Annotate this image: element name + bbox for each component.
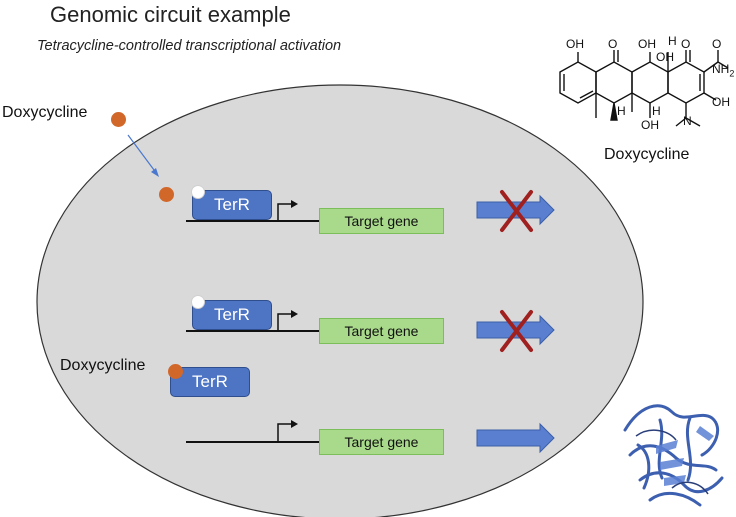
atom-h-2: H	[617, 104, 626, 118]
doxycycline-molecule-bound	[168, 364, 183, 379]
atom-oh-2: OH	[638, 37, 656, 51]
terr-repressor-1: TerR	[192, 190, 272, 220]
atom-nh: NH	[712, 62, 730, 76]
promoter-3	[277, 423, 292, 442]
cell-ellipse	[36, 84, 644, 517]
terr-label-1: TerR	[214, 195, 250, 214]
atom-nh-subscript: 2	[729, 68, 735, 79]
atom-h-3: H	[652, 104, 661, 118]
block-mark-2	[500, 310, 533, 352]
atom-o-3: O	[712, 37, 722, 51]
target-gene-label-1: Target gene	[344, 213, 419, 229]
entry-arrow	[127, 134, 158, 175]
promoter-1	[277, 203, 292, 221]
target-gene-label-2: Target gene	[344, 323, 419, 339]
doxycycline-label-bound: Doxycycline	[60, 357, 146, 374]
terr-repressor-bound: TerR	[170, 367, 250, 397]
promoter-2	[277, 313, 292, 331]
atom-oh-5: OH	[641, 118, 659, 132]
doxycycline-molecule-outside	[111, 112, 126, 127]
promoter-3-head	[291, 420, 298, 428]
doxycycline-structure	[559, 50, 729, 127]
atom-o-1: O	[608, 37, 618, 51]
terr-repressor-2: TerR	[192, 300, 272, 330]
entry-arrowhead	[151, 168, 159, 177]
atom-n: N	[683, 114, 692, 128]
atom-oh-1: OH	[566, 37, 584, 51]
page-title: Genomic circuit example	[50, 2, 291, 27]
atom-o-2: O	[681, 37, 691, 51]
atom-oh-3: OH	[656, 50, 674, 64]
doxycycline-molecule-entering	[159, 187, 174, 202]
terr-label-bound: TerR	[192, 372, 228, 391]
target-gene-3: Target gene	[319, 429, 444, 455]
structure-caption: Doxycycline	[604, 146, 690, 163]
atom-oh-4: OH	[712, 95, 730, 109]
operator-site-1	[191, 185, 205, 199]
operator-site-2	[191, 295, 205, 309]
doxycycline-label-outside: Doxycycline	[2, 104, 88, 121]
target-gene-label-3: Target gene	[344, 434, 419, 450]
atom-nh2: NH2	[712, 62, 734, 78]
output-arrow-3	[476, 422, 555, 454]
target-gene-1: Target gene	[319, 208, 444, 234]
promoter-1-head	[291, 200, 298, 208]
target-gene-2: Target gene	[319, 318, 444, 344]
block-mark-1	[500, 190, 533, 232]
page-subtitle: Tetracycline-controlled transcriptional …	[37, 38, 342, 54]
promoter-2-head	[291, 310, 298, 318]
atom-h-1: H	[668, 34, 677, 48]
terr-label-2: TerR	[214, 305, 250, 324]
